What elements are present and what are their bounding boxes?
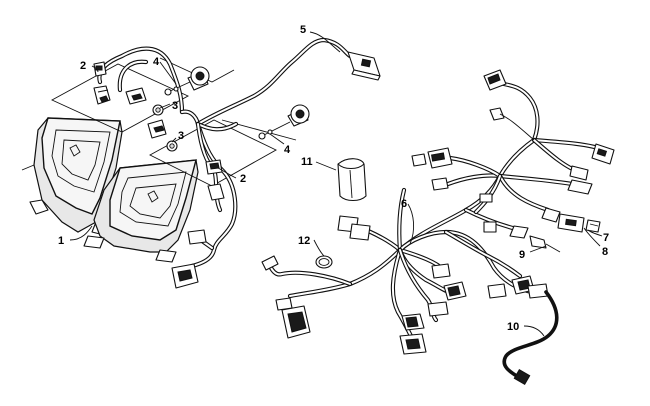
terminal-icon[interactable] — [529, 235, 561, 253]
connector-small-1[interactable] — [489, 107, 535, 141]
callout-4a: 4 — [153, 56, 160, 68]
callout-12: 12 — [298, 235, 310, 247]
bulb-socket-mid[interactable] — [125, 87, 147, 105]
connector-lower-center[interactable] — [399, 313, 427, 355]
connector-right-low[interactable] — [509, 207, 561, 239]
callout-2a: 2 — [80, 60, 86, 72]
callout-2b: 2 — [240, 173, 246, 185]
connector-left-mid[interactable] — [431, 177, 497, 233]
callout-8: 8 — [602, 246, 608, 258]
connector-right-top[interactable] — [591, 143, 615, 165]
callout-5: 5 — [300, 24, 306, 36]
callout-7: 7 — [603, 232, 609, 244]
clamp-icon[interactable] — [315, 255, 333, 269]
main-connector-5[interactable] — [347, 51, 381, 81]
headlight-right[interactable] — [83, 159, 199, 263]
fuse-icon[interactable] — [585, 219, 601, 233]
connector-center-right[interactable] — [427, 263, 467, 317]
bulb-socket-left[interactable] — [93, 85, 111, 105]
callout-6: 6 — [401, 198, 407, 210]
bulb-socket-lower-left[interactable] — [147, 119, 167, 139]
ground-wire-icon[interactable] — [502, 290, 559, 386]
connector-left-upper[interactable] — [411, 147, 453, 169]
callout-10: 10 — [507, 321, 519, 333]
callout-3a: 3 — [172, 100, 178, 112]
bullet-connector-left[interactable] — [261, 255, 279, 271]
adjuster-knob-icon[interactable] — [164, 66, 310, 140]
connector-right-mid[interactable] — [567, 165, 593, 195]
callout-9: 9 — [519, 249, 525, 261]
connector-lower-left[interactable] — [275, 297, 311, 339]
callout-11: 11 — [301, 156, 313, 168]
fuse-holder-icon[interactable] — [557, 213, 585, 233]
callout-3b: 3 — [178, 130, 184, 142]
callout-1: 1 — [58, 235, 64, 247]
callout-labels: 1 2 2 3 3 4 4 5 6 7 8 9 10 11 12 — [58, 24, 609, 333]
connector-top-plug[interactable] — [483, 69, 507, 91]
callout-4b: 4 — [284, 144, 291, 156]
connector-right-lower[interactable] — [487, 275, 549, 299]
callout-leaders — [69, 31, 603, 337]
bulb-socket-lower-right[interactable] — [205, 159, 225, 201]
connector-center-left[interactable] — [337, 215, 371, 241]
headlight-harness-plug[interactable] — [171, 229, 207, 289]
connector-terminal-top[interactable] — [93, 61, 107, 77]
sleeve-icon[interactable] — [337, 158, 367, 202]
